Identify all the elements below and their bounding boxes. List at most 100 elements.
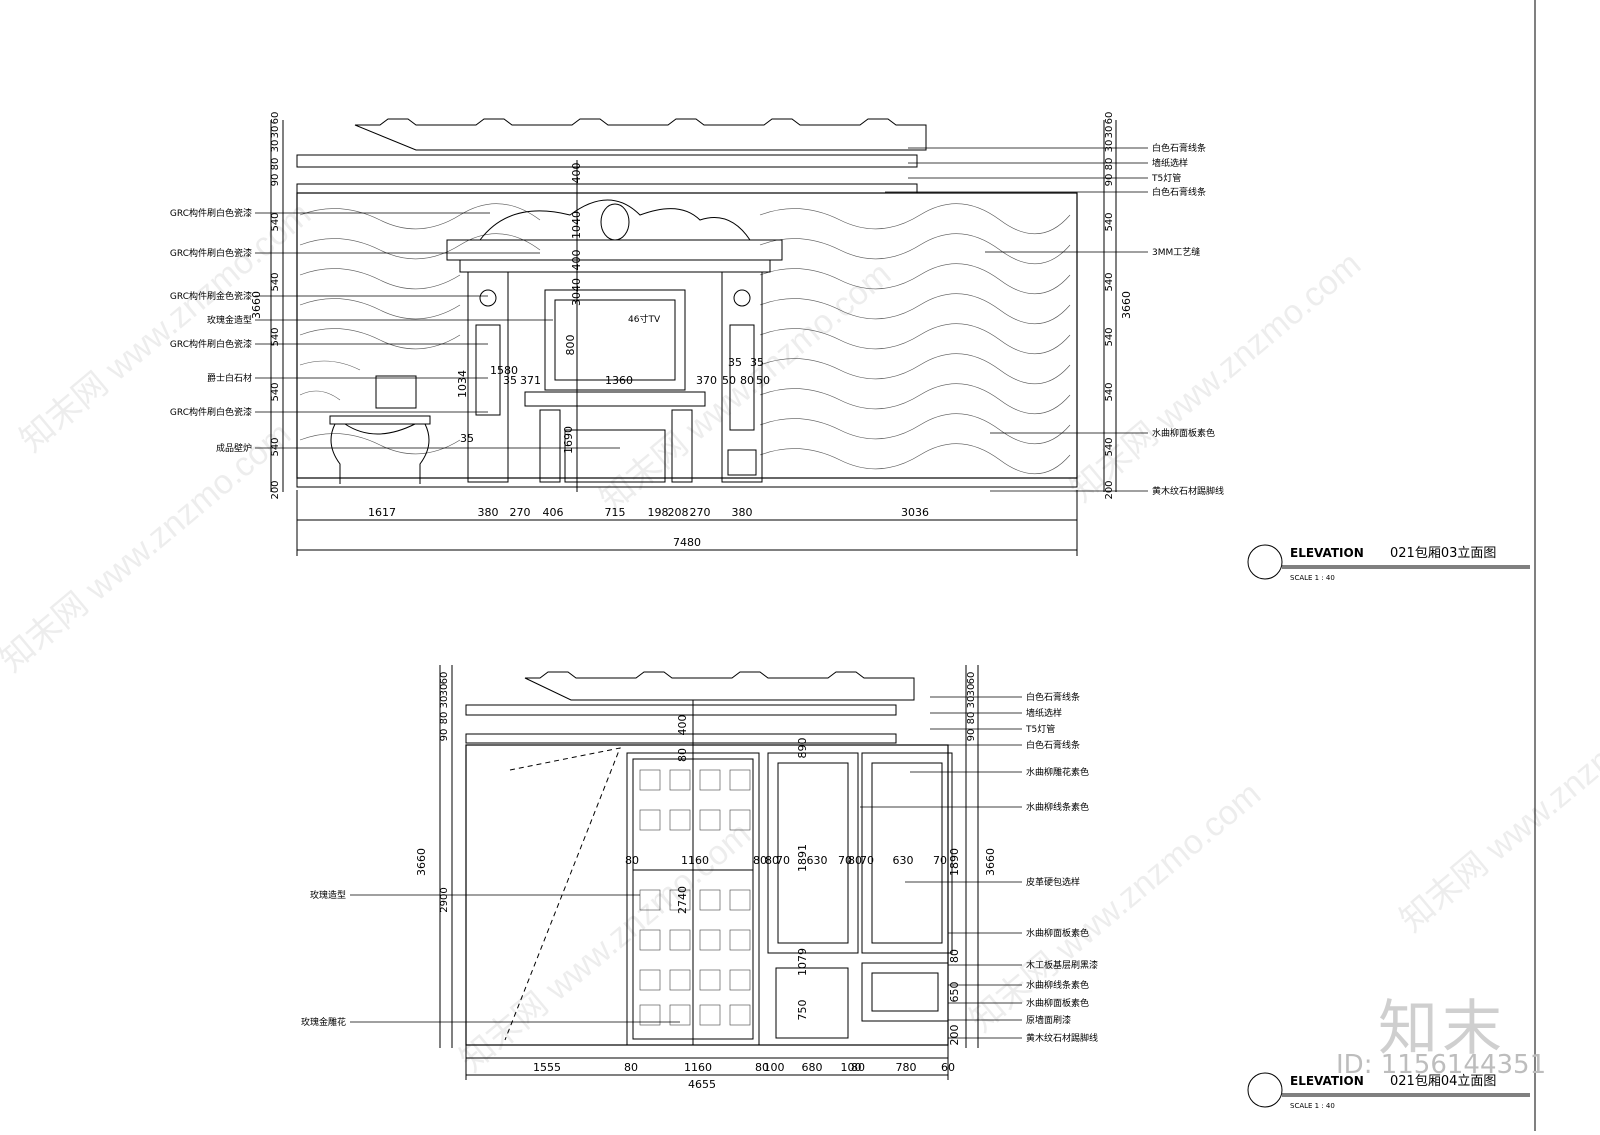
dimension-label: 380 — [732, 506, 753, 519]
dimension-label: 80 — [439, 712, 450, 725]
dimension-label: 540 — [270, 327, 281, 346]
dimension-label: 750 — [796, 1000, 809, 1021]
dimension-label: 80 — [966, 712, 977, 725]
annotation-label: 皮革硬包选样 — [1026, 876, 1080, 888]
dimension-label: 1890 — [948, 848, 961, 876]
annotation-label: 木工板基层刷黑漆 — [1026, 959, 1098, 971]
dimension-label: 30 — [270, 126, 281, 139]
annotation-label: 水曲柳雕花素色 — [1026, 766, 1089, 778]
annotation-label: 白色石膏线条 — [1026, 739, 1080, 751]
scale-label: SCALE 1 : 40 — [1290, 574, 1335, 582]
dimension-label: 60 — [439, 672, 450, 685]
dimension-label: 400 — [676, 715, 689, 736]
dimension-label: 270 — [510, 506, 531, 519]
dimension-total: 3660 — [250, 291, 263, 319]
dimension-label: 1160 — [684, 1061, 712, 1074]
dimension-label: 1617 — [368, 506, 396, 519]
dimension-label: 890 — [796, 738, 809, 759]
dimension-label: 35 — [728, 356, 742, 369]
dimension-total: 4655 — [688, 1078, 716, 1091]
dimension-label: 198 — [648, 506, 669, 519]
dimension-label: 35 — [460, 432, 474, 445]
dimension-label: 200 — [948, 1025, 961, 1046]
dimension-label: 70 — [860, 854, 874, 867]
dimension-label: 2900 — [439, 887, 450, 912]
annotation-label: GRC构件刷白色瓷漆 — [170, 247, 252, 259]
dimension-total: 3660 — [1120, 291, 1133, 319]
dimension-label: 630 — [893, 854, 914, 867]
dimension-label: 370 — [696, 374, 717, 387]
dimension-label: 1079 — [796, 948, 809, 976]
dimension-label: 30 — [966, 696, 977, 709]
annotation-label: 爵士白石材 — [207, 372, 252, 384]
annotation-label: 白色石膏线条 — [1152, 186, 1206, 198]
elevation-title-en: ELEVATION — [1290, 1074, 1364, 1088]
dimension-label: 540 — [270, 272, 281, 291]
annotation-label: 原墙面刷漆 — [1026, 1014, 1071, 1026]
dimension-label: 2740 — [676, 886, 689, 914]
dimension-label: 80 — [848, 854, 862, 867]
dimension-label: 1034 — [456, 370, 469, 398]
annotation-label: 玫瑰金雕花 — [301, 1016, 346, 1028]
dimension-label: 60 — [270, 112, 281, 125]
dimension-label: 3040 — [570, 278, 583, 306]
dimension-label: 1160 — [681, 854, 709, 867]
dimension-label: 35 — [503, 374, 517, 387]
dimension-label: 30 — [1104, 140, 1115, 153]
elevation-title-cn: 021包厢03立面图 — [1390, 546, 1496, 561]
dimension-label: 70 — [933, 854, 947, 867]
dimension-label: 80 — [755, 1061, 769, 1074]
annotation-label: 白色石膏线条 — [1026, 691, 1080, 703]
dimension-label: 80 — [740, 374, 754, 387]
dimension-label: 60 — [966, 672, 977, 685]
annotation-label: 白色石膏线条 — [1152, 142, 1206, 154]
id-tag: ID: 1156144351 — [1336, 1050, 1547, 1080]
dimension-label: 80 — [765, 854, 779, 867]
dimension-label: 50 — [722, 374, 736, 387]
dimension-label: 540 — [270, 437, 281, 456]
tv-label: 46寸TV — [628, 313, 661, 325]
dimension-label: 60 — [1104, 112, 1115, 125]
annotation-label: 黄木纹石材踢脚线 — [1152, 485, 1224, 497]
dimension-label: 80 — [851, 1061, 865, 1074]
dimension-label: 90 — [1104, 174, 1115, 187]
dimension-label: 30 — [439, 684, 450, 697]
dimension-label: 540 — [270, 212, 281, 231]
dimension-label: 80 — [753, 854, 767, 867]
dimension-total: 3660 — [415, 848, 428, 876]
dimension-label: 90 — [270, 174, 281, 187]
dimension-label: 400 — [570, 250, 583, 271]
dimension-total: 7480 — [673, 536, 701, 549]
dimension-label: 80 — [1104, 158, 1115, 171]
annotation-label: 墙纸选样 — [1026, 707, 1062, 719]
dimension-label: 540 — [1104, 212, 1115, 231]
annotation-label: T5灯管 — [1025, 723, 1055, 735]
dimension-label: 1580 — [490, 364, 518, 377]
annotation-label: GRC构件刷白色瓷漆 — [170, 406, 252, 418]
annotation-label: 水曲柳线条素色 — [1026, 801, 1089, 813]
dimension-label: 80 — [624, 1061, 638, 1074]
dimension-label: 200 — [270, 480, 281, 499]
dimension-label: 30 — [439, 696, 450, 709]
annotation-label: 水曲柳线条素色 — [1026, 979, 1089, 991]
annotation-label: 水曲柳面板素色 — [1026, 997, 1089, 1009]
annotation-label: GRC构件刷白色瓷漆 — [170, 207, 252, 219]
dimension-label: 208 — [668, 506, 689, 519]
annotation-label: 玫瑰金造型 — [207, 314, 252, 326]
dimension-label: 200 — [1104, 480, 1115, 499]
dimension-label: 70 — [776, 854, 790, 867]
dimension-label: 30 — [966, 684, 977, 697]
dimension-label: 100 — [841, 1061, 862, 1074]
dimension-label: 80 — [625, 854, 639, 867]
dimension-label: 50 — [756, 374, 770, 387]
dimension-label: 3036 — [901, 506, 929, 519]
dimension-label: 90 — [966, 729, 977, 742]
dimension-label: 80 — [676, 748, 689, 762]
dimension-label: 1690 — [562, 426, 575, 454]
dimension-label: 270 — [690, 506, 711, 519]
dimension-label: 80 — [948, 949, 961, 963]
dimension-label: 80 — [270, 158, 281, 171]
dimension-label: 680 — [802, 1061, 823, 1074]
